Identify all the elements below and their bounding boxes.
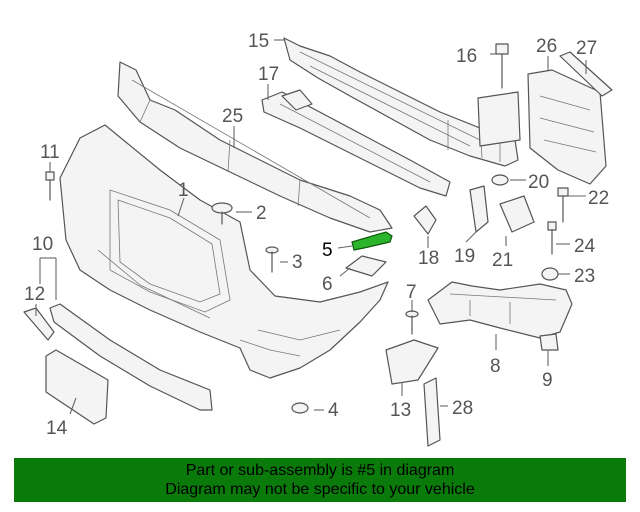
callout-13: 13 bbox=[390, 400, 411, 421]
part-28-trim bbox=[423, 377, 441, 447]
banner-line-2: Diagram may not be specific to your vehi… bbox=[165, 481, 475, 498]
callout-6: 6 bbox=[322, 274, 333, 295]
part-12-trim-left bbox=[23, 307, 55, 341]
part-25-upper-carrier bbox=[117, 61, 393, 233]
callout-labels: 15 17 25 1 2 3 4 5 6 7 8 9 10 11 12 13 1… bbox=[24, 31, 609, 439]
part-10-lower-trim bbox=[49, 303, 213, 411]
part-17-absorber bbox=[261, 89, 451, 197]
callout-3: 3 bbox=[292, 252, 303, 273]
callout-22: 22 bbox=[588, 188, 609, 209]
callout-1: 1 bbox=[178, 180, 189, 201]
callout-15: 15 bbox=[248, 31, 269, 52]
callout-20: 20 bbox=[528, 172, 549, 193]
part-9-clip bbox=[539, 333, 559, 351]
part-5-bracket bbox=[351, 231, 393, 251]
part-26-module bbox=[527, 69, 607, 185]
callout-26: 26 bbox=[536, 36, 557, 57]
callout-9: 9 bbox=[542, 370, 553, 391]
callout-24: 24 bbox=[574, 236, 596, 257]
callout-2: 2 bbox=[256, 203, 267, 224]
part-14-plate-bracket bbox=[45, 349, 109, 425]
callout-7: 7 bbox=[406, 282, 417, 303]
callout-10: 10 bbox=[32, 234, 53, 255]
banner-line-1: Part or sub-assembly is #5 in diagram bbox=[185, 462, 455, 479]
part-8-bracket bbox=[427, 281, 573, 339]
callout-18: 18 bbox=[418, 248, 439, 269]
callout-25: 25 bbox=[222, 106, 243, 127]
part-19-bracket bbox=[469, 185, 489, 233]
part-6-bracket bbox=[345, 255, 387, 277]
parts-diagram: 15 17 25 1 2 3 4 5 6 7 8 9 10 11 12 13 1… bbox=[23, 31, 613, 447]
callout-8: 8 bbox=[490, 356, 501, 377]
callout-17: 17 bbox=[258, 64, 279, 85]
leader-lines bbox=[35, 39, 587, 415]
fasteners bbox=[45, 43, 569, 414]
callout-11: 11 bbox=[40, 142, 60, 163]
part-13-bracket bbox=[385, 339, 439, 385]
callout-27: 27 bbox=[576, 38, 597, 59]
callout-5: 5 bbox=[322, 240, 333, 261]
callout-14: 14 bbox=[46, 418, 68, 439]
part-21-bracket bbox=[499, 195, 535, 233]
callout-12: 12 bbox=[24, 284, 45, 305]
callout-21: 21 bbox=[492, 250, 513, 271]
callout-4: 4 bbox=[328, 400, 339, 421]
part-18-bracket bbox=[413, 205, 437, 235]
part-1-bumper-cover bbox=[59, 124, 389, 379]
callout-19: 19 bbox=[454, 246, 475, 267]
callout-28: 28 bbox=[452, 398, 473, 419]
part-15-impact-beam bbox=[283, 37, 521, 167]
callout-23: 23 bbox=[574, 266, 595, 287]
info-banner: Part or sub-assembly is #5 in diagram Di… bbox=[14, 458, 626, 502]
callout-16: 16 bbox=[456, 46, 477, 67]
